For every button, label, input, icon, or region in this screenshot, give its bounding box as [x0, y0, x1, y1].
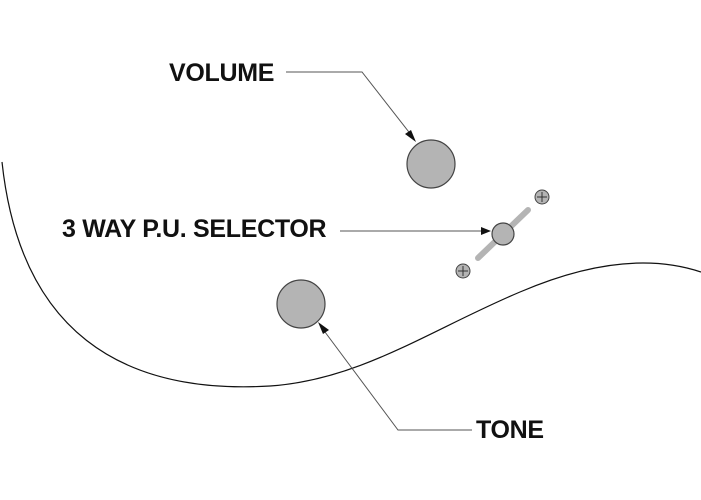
- lower-screw: [455, 263, 471, 279]
- volume-arrowhead: [405, 130, 416, 142]
- upper-screw: [534, 189, 550, 205]
- selector-tip: [491, 222, 515, 246]
- volume-knob: [406, 139, 456, 189]
- tone-knob: [276, 279, 326, 329]
- volume-label: VOLUME: [169, 59, 274, 87]
- pickup-selector-switch: [455, 189, 550, 279]
- selector-label: 3 WAY P.U. SELECTOR: [62, 215, 327, 243]
- guitar-body-edge: [1, 161, 701, 388]
- tone-arrowhead: [318, 322, 329, 334]
- selector-arrowhead: [481, 227, 491, 235]
- tone-leader-line: [321, 327, 472, 431]
- volume-leader-line: [286, 71, 413, 137]
- tone-label: TONE: [476, 416, 544, 444]
